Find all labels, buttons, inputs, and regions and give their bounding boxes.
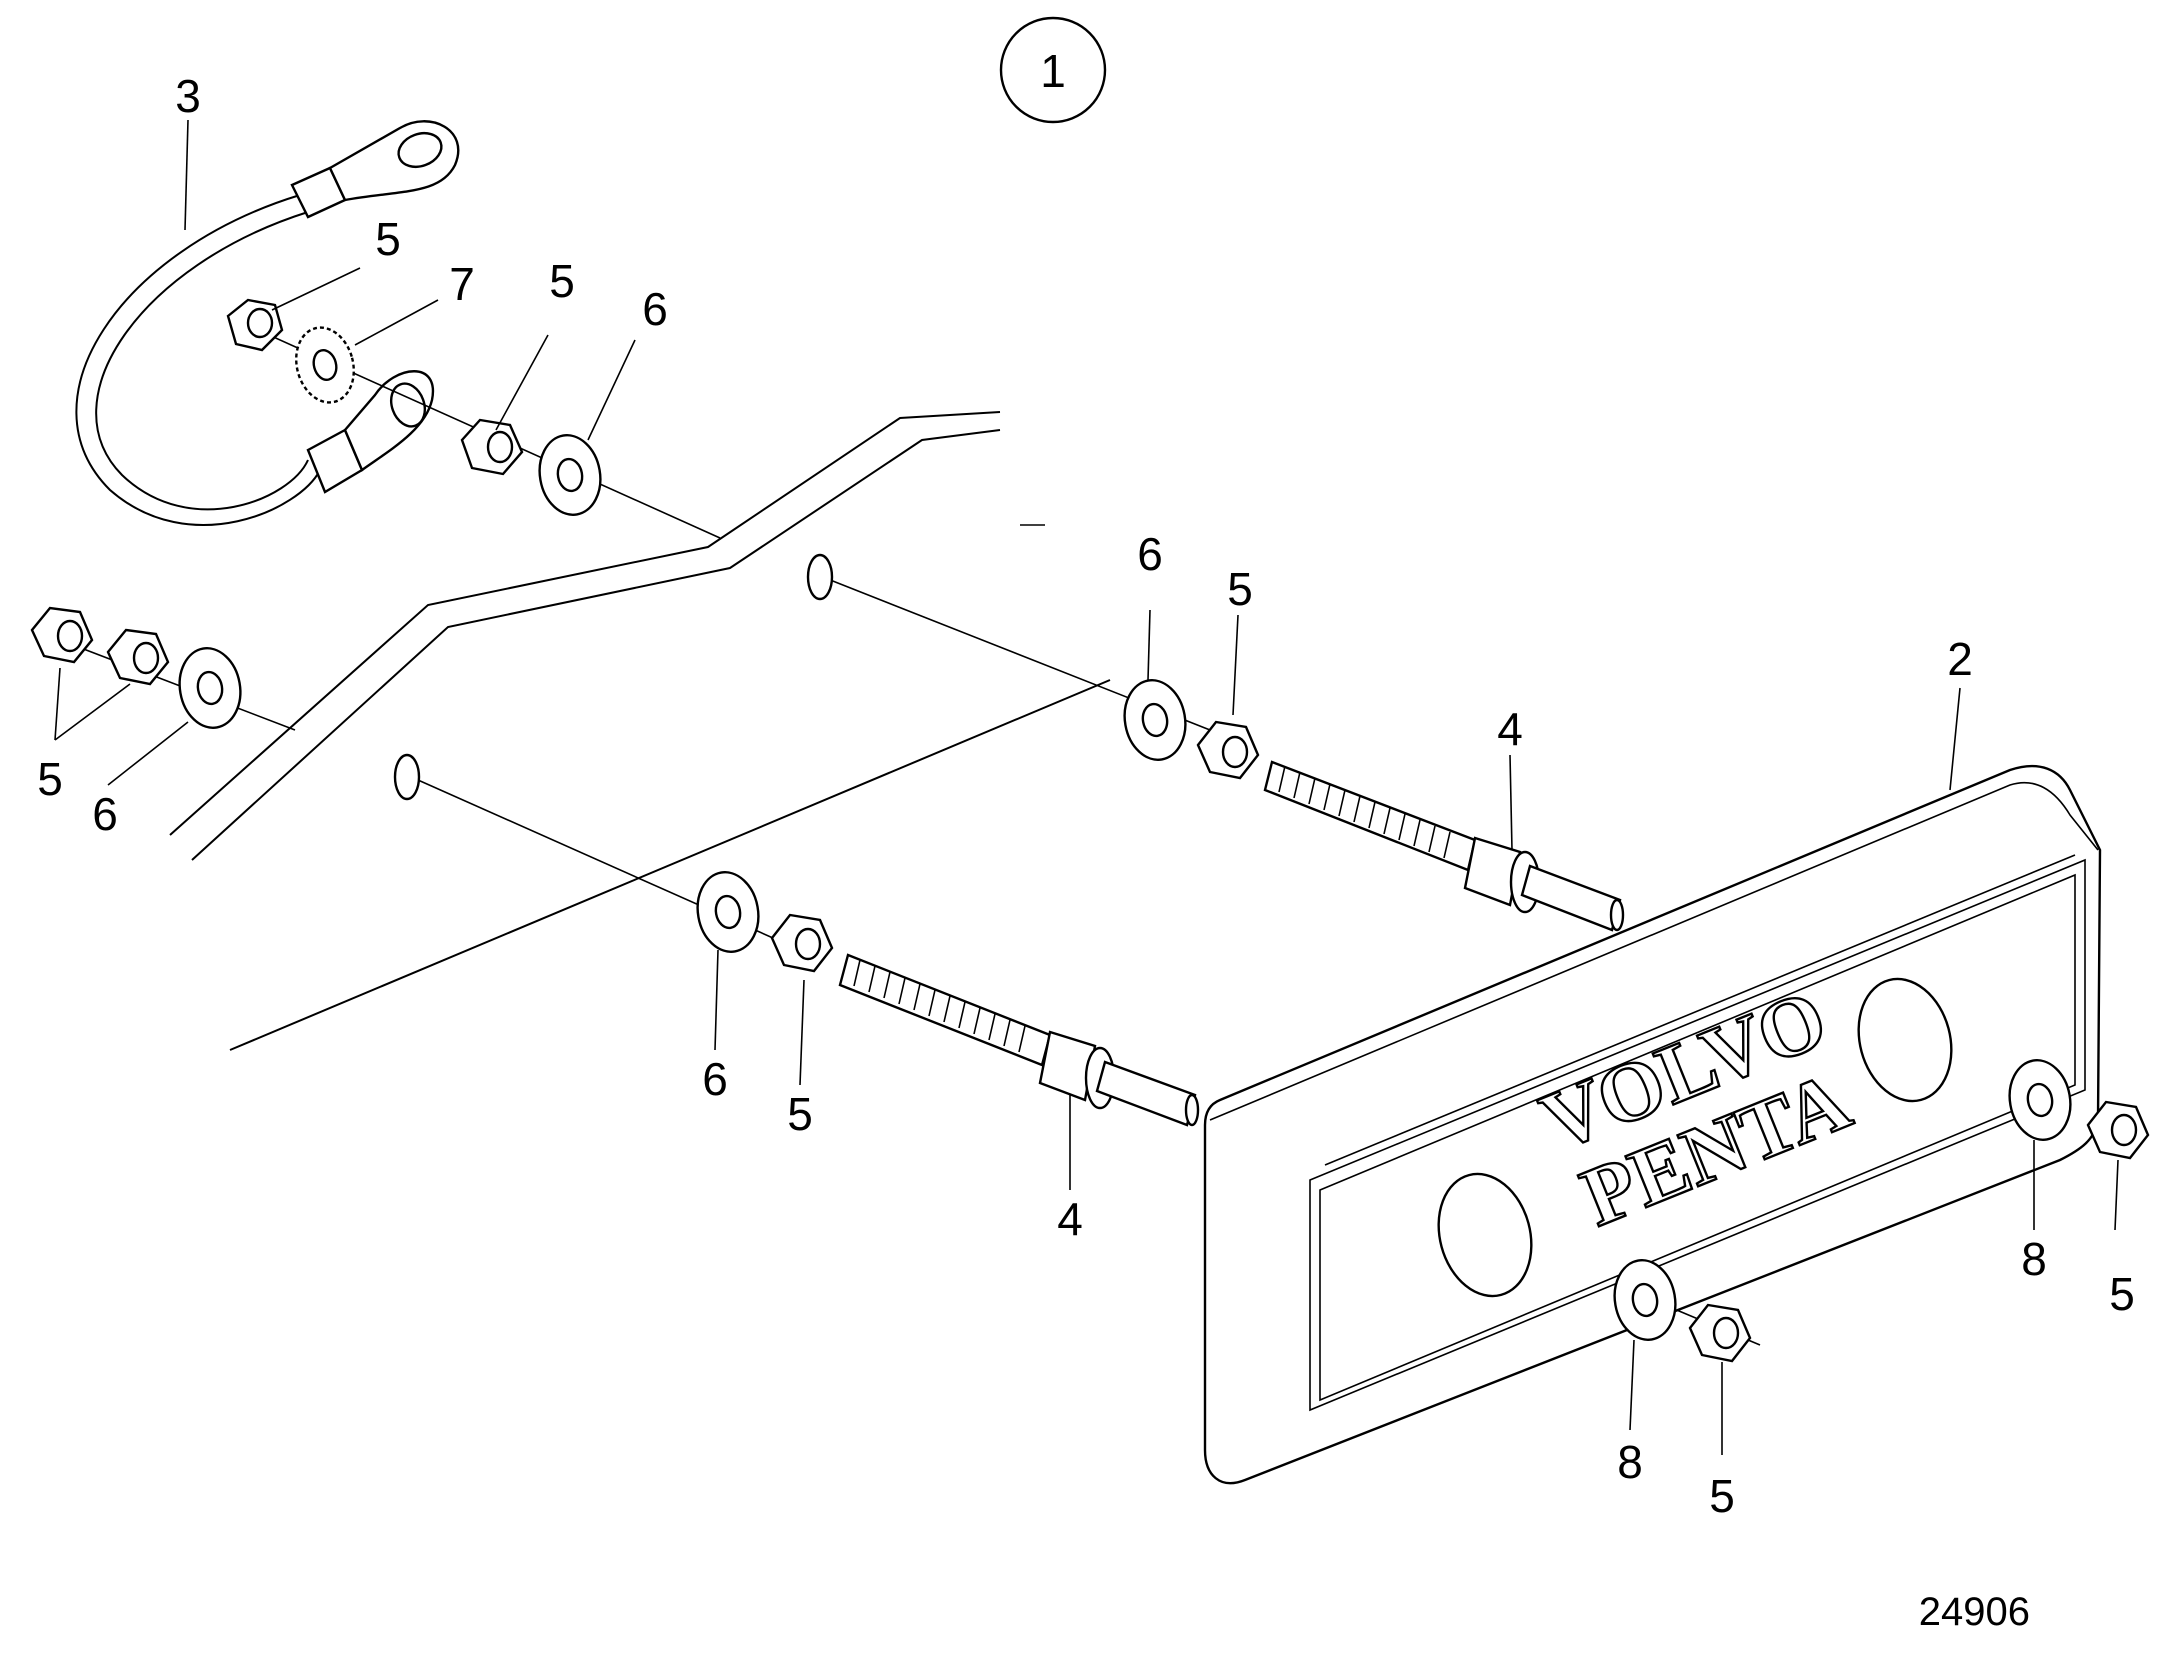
- ground-cable: [75, 120, 460, 526]
- drawing-number: 24906: [1919, 1590, 2030, 1634]
- callout-7: 7: [449, 258, 475, 310]
- plate-hardware-right: [2008, 1059, 2150, 1160]
- callout-2: 2: [1947, 633, 1973, 685]
- callout-5-mid: 5: [1227, 563, 1253, 615]
- callout-5-right: 5: [2109, 1268, 2135, 1320]
- callout-5-lower: 5: [787, 1088, 813, 1140]
- plate-hardware-bottom: [1613, 1259, 1752, 1363]
- callout-8-bottom: 8: [1617, 1436, 1643, 1488]
- hull-outline: [169, 411, 1111, 1051]
- callout-labels: 3 5 7 5 6 5 6 6 5 2 4 6 5 4 8 5 8 5: [37, 70, 2135, 1522]
- callout-4-lower: 4: [1057, 1193, 1083, 1245]
- callout-4-upper: 4: [1497, 703, 1523, 755]
- callout-6-lower: 6: [702, 1053, 728, 1105]
- hull-hole-upper: [806, 553, 834, 601]
- callout-6-left: 6: [92, 788, 118, 840]
- hull-hole-lower: [393, 753, 421, 801]
- figure-number: 1: [1040, 45, 1066, 97]
- left-hardware: [30, 606, 242, 729]
- callout-5-bottom: 5: [1709, 1470, 1735, 1522]
- callout-5-cable-nut: 5: [375, 213, 401, 265]
- callout-3: 3: [175, 70, 201, 122]
- callout-6-mid: 6: [1137, 528, 1163, 580]
- anode-plate: VOLVO PENTA: [1203, 764, 2102, 1485]
- cable-hardware: [226, 298, 602, 516]
- lower-stud-assembly: [696, 871, 1200, 1127]
- callout-8-right: 8: [2021, 1233, 2047, 1285]
- figure-number-marker: 1: [999, 16, 1107, 124]
- hull-holes: [393, 553, 834, 801]
- upper-stud-assembly: [1123, 679, 1625, 932]
- callout-5-left: 5: [37, 753, 63, 805]
- leader-lines: [54, 119, 2119, 1455]
- callout-6-upper-washer: 6: [642, 283, 668, 335]
- callout-5-upper-nut: 5: [549, 255, 575, 307]
